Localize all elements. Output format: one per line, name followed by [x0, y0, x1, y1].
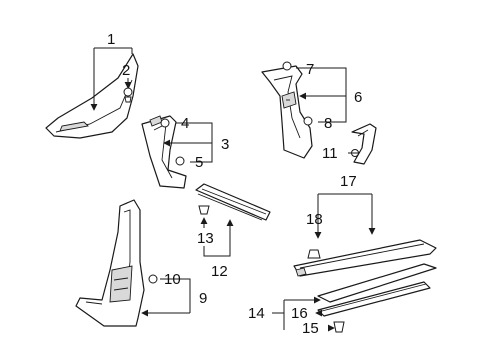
callout-2: 2	[122, 62, 130, 79]
rocker-molding	[293, 239, 437, 277]
clip-10	[148, 274, 158, 284]
clip-8	[303, 116, 313, 126]
clip-7	[282, 61, 292, 71]
callout-7: 7	[306, 61, 314, 78]
callout-16: 16	[291, 305, 308, 322]
callout-3: 3	[221, 136, 229, 153]
bracket-11	[351, 123, 377, 165]
clip-13	[198, 205, 210, 215]
callout-11: 11	[322, 145, 338, 162]
callout-9: 9	[199, 290, 207, 307]
clip-2	[123, 87, 133, 103]
clip-5	[175, 156, 185, 166]
callout-14: 14	[248, 305, 265, 322]
callout-10: 10	[164, 271, 181, 288]
clip-4	[160, 118, 170, 128]
callout-13: 13	[197, 230, 214, 247]
sill-plate-upper	[317, 263, 437, 303]
callout-8: 8	[324, 115, 332, 132]
b-pillar-upper-trim	[261, 65, 313, 159]
callout-5: 5	[195, 154, 203, 171]
callout-18: 18	[306, 211, 323, 228]
callout-4: 4	[181, 115, 189, 132]
scuff-plate	[195, 183, 271, 221]
center-pillar-trim	[75, 199, 145, 327]
callout-15: 15	[302, 320, 319, 337]
callout-17: 17	[340, 173, 357, 190]
callout-6: 6	[354, 89, 362, 106]
callout-12: 12	[211, 263, 228, 280]
clip-18	[307, 249, 321, 259]
leader-lines	[90, 47, 376, 332]
callout-1: 1	[107, 31, 115, 48]
clip-15	[333, 321, 345, 333]
